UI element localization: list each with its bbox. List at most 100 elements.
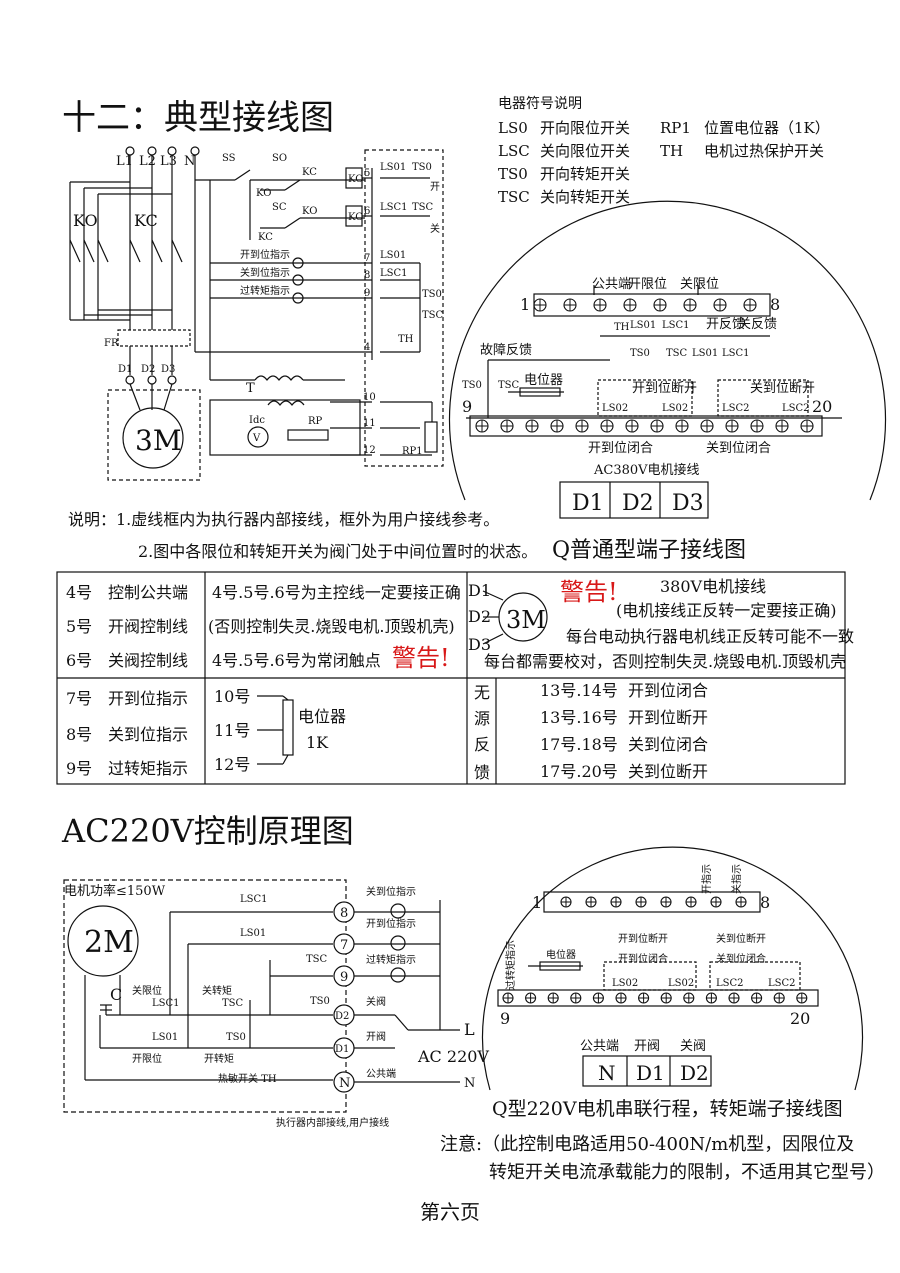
- pot-label: 电位器: [524, 373, 563, 388]
- fault-feedback-label: 故障反馈: [480, 343, 532, 358]
- pot-label: 电位器: [298, 707, 346, 726]
- legend-desc: 关向限位开关: [540, 142, 631, 160]
- open-limit-label: 开限位: [132, 1052, 162, 1065]
- th-label: TH: [614, 322, 630, 333]
- q-terminal-strip-bottom: [475, 419, 814, 433]
- open-label: 开: [430, 182, 440, 193]
- terminal-screw-cross: [796, 993, 807, 1003]
- thermal-label: 热敏开关 TH: [218, 1072, 277, 1085]
- indicator-label: 开到位指示: [240, 248, 290, 261]
- rp1-label: RP1: [402, 446, 423, 457]
- ind-open-label: 开到位指示: [366, 917, 416, 930]
- tsc-label: TSC: [306, 954, 328, 965]
- terminal-no: 6: [364, 206, 370, 217]
- motor-3m: 3M: [506, 606, 546, 634]
- terminal-screw-cross: [594, 299, 606, 311]
- table-no: 7号: [66, 689, 92, 708]
- terminal-screw-cross: [726, 420, 738, 432]
- terminal-screw-cross: [611, 897, 621, 907]
- lsc2-label: LSC2: [716, 978, 744, 989]
- motor-term: D3: [161, 364, 175, 375]
- terminal-screw-cross: [503, 993, 513, 1003]
- table-no: 5号: [66, 617, 92, 636]
- legend-desc: 电机过热保护开关: [704, 142, 825, 160]
- legend-desc: 开向转矩开关: [540, 165, 631, 183]
- ls02-label: LS02: [662, 403, 688, 414]
- power-circuit: [69, 146, 201, 481]
- footnote-line-2: 转矩开关电流承载能力的限制，不适用其它型号）: [489, 1162, 885, 1183]
- ac-term: N: [339, 1076, 350, 1091]
- terminal-screw-cross: [534, 299, 546, 311]
- ac-term: 9: [340, 970, 348, 985]
- switch-label: LSC1: [380, 268, 408, 279]
- valve-close-label: 关阀: [366, 995, 386, 1008]
- wiring-title: 380V电机接线: [660, 577, 766, 596]
- switch-label: LS01: [380, 250, 406, 261]
- open-limit-label: 开限位: [628, 277, 667, 292]
- so-label: SO: [272, 153, 287, 164]
- table-no: 9号: [66, 759, 92, 778]
- q220-terminal-strip-top: [560, 896, 747, 908]
- legend-code: LSC: [498, 142, 530, 160]
- passive-desc: 关到位断开: [628, 762, 708, 781]
- q220-header: 公共端: [580, 1039, 619, 1054]
- kc-aux: KC: [302, 167, 317, 178]
- kc-coil: KC: [348, 212, 363, 223]
- page-title: 十二：典型接线图: [62, 98, 334, 138]
- q-terminal-dome: [448, 200, 887, 519]
- q-terminal-caption: Q普通型端子接线图: [552, 538, 747, 563]
- open-ind-label: 开指示: [700, 864, 713, 894]
- terminal-screw-cross: [551, 420, 563, 432]
- close-off-label: 关到位断开: [750, 381, 815, 396]
- terminal-screw-cross: [744, 299, 756, 311]
- boundary-label: 执行器内部接线,用户接线: [276, 1116, 389, 1129]
- passive-char: 源: [474, 709, 490, 728]
- table-desc: 开阀控制线: [108, 617, 188, 636]
- ls02-label: LS02: [668, 978, 694, 989]
- terminal-screw-cross: [525, 993, 536, 1003]
- terminal-screw-cross: [683, 993, 694, 1003]
- terminal-1: 1: [532, 893, 542, 912]
- terminal-screw-cross: [561, 897, 571, 907]
- motor-term: D3: [672, 491, 704, 516]
- ac-term: 8: [340, 906, 348, 921]
- terminal-screw-cross: [751, 993, 762, 1003]
- contactor-ko: KO: [73, 211, 98, 230]
- table-no: 4号: [66, 583, 92, 602]
- valve-open-label: 开阀: [366, 1030, 386, 1043]
- indicator-label: 过转矩指示: [240, 284, 290, 297]
- common-label: 公共端: [592, 277, 631, 292]
- terminal-screw-cross: [701, 420, 713, 432]
- torque-ind-label: 过转矩指示: [504, 940, 517, 990]
- ts0-label: TS0: [462, 380, 482, 391]
- terminal-8: 8: [760, 893, 770, 912]
- q-terminal-strip-top: [533, 298, 757, 312]
- terminal-screw-cross: [729, 993, 739, 1003]
- terminal-screw-cross: [624, 299, 636, 311]
- ts0-label: TS0: [310, 996, 330, 1007]
- ko-coil: KO: [348, 174, 363, 185]
- lsc2-label: LSC2: [768, 978, 796, 989]
- pot-label: 电位器: [546, 948, 576, 961]
- passive-char: 馈: [474, 763, 490, 782]
- mid-line: (否则控制失灵.烧毁电机.顶毁机壳): [208, 617, 455, 636]
- terminal-screw-cross: [676, 420, 688, 432]
- lsc1-label: LSC1: [240, 894, 268, 905]
- terminal-screw-cross: [711, 897, 721, 907]
- legend-code: TS0: [498, 165, 528, 183]
- switch-label: TS0: [422, 289, 442, 300]
- pot-pin: 12号: [214, 755, 250, 774]
- voltmeter-label: V: [252, 433, 261, 444]
- terminal-screw-cross: [776, 420, 788, 432]
- table-desc: 关阀控制线: [108, 651, 188, 670]
- terminal-screw-cross: [686, 897, 696, 907]
- phase-label: L2: [139, 154, 156, 169]
- close-off-label: 关到位断开: [716, 932, 766, 945]
- tsc-label: TSC: [666, 348, 688, 359]
- lsc1-label: LSC1: [152, 998, 180, 1009]
- terminal-no: 4: [364, 342, 370, 353]
- tsc-label: TSC: [222, 998, 244, 1009]
